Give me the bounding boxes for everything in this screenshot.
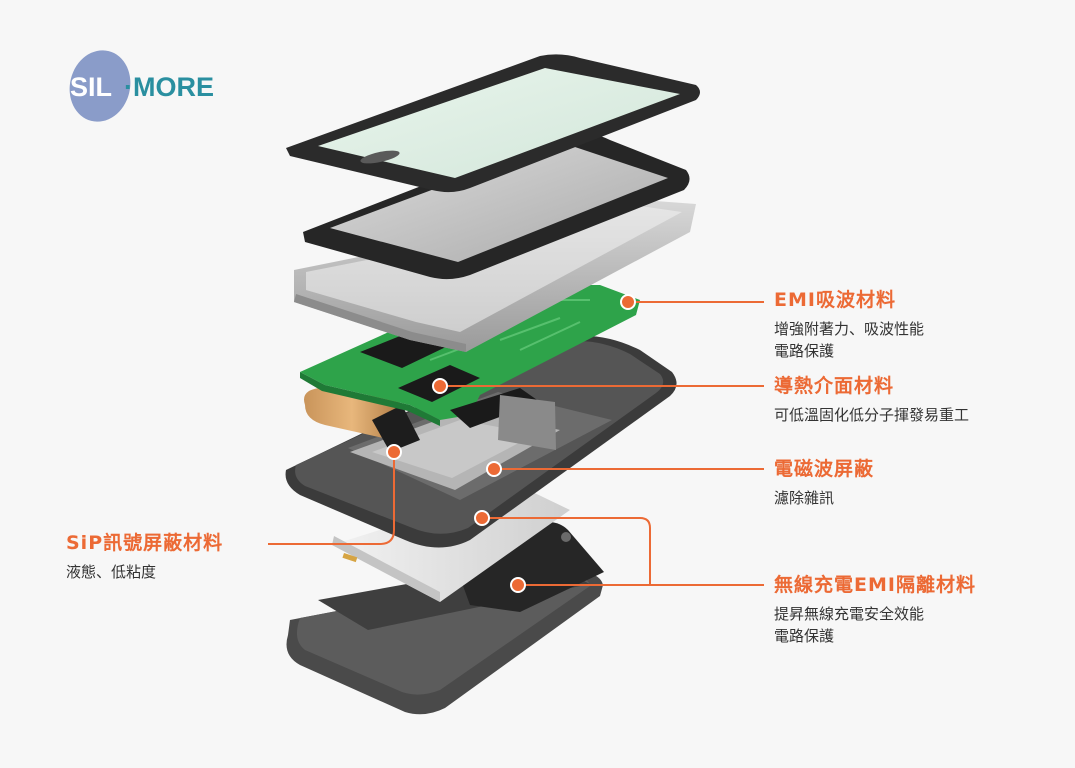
silmore-logo: SIL ·MORE: [69, 50, 214, 122]
label-emi-line-2: 電路保護: [774, 342, 835, 360]
callout-dot-wireless-bottom: [510, 577, 526, 593]
callout-line-sip: [268, 452, 395, 545]
callout-dots: [386, 294, 636, 593]
label-sip-desc: 液態、低粘度: [66, 561, 223, 583]
callout-dot-thermal: [432, 378, 448, 394]
label-wireless-line-1: 提昇無線充電安全效能: [774, 605, 925, 623]
label-sip-line-1: 液態、低粘度: [66, 563, 157, 581]
metal-frame-layer: [294, 200, 696, 352]
label-sip: SiP訊號屏蔽材料 液態、低粘度: [66, 531, 223, 583]
label-shield-line-1: 濾除雜訊: [774, 489, 835, 507]
label-thermal: 導熱介面材料 可低溫固化低分子揮發易重工: [774, 374, 969, 426]
label-wireless-line-2: 電路保護: [774, 627, 835, 645]
lcd-panel-layer: [303, 131, 690, 280]
label-shield-desc: 濾除雜訊: [774, 487, 874, 509]
callout-lines: [268, 301, 764, 586]
callout-dot-sip: [386, 444, 402, 460]
label-wireless-desc: 提昇無線充電安全效能 電路保護: [774, 603, 976, 647]
label-thermal-line-1: 可低溫固化低分子揮發易重工: [774, 406, 970, 424]
label-emi-line-1: 增強附著力、吸波性能: [774, 320, 925, 338]
label-shield: 電磁波屏蔽 濾除雜訊: [774, 457, 874, 509]
label-shield-title: 電磁波屏蔽: [774, 458, 875, 480]
label-emi-desc: 增強附著力、吸波性能 電路保護: [774, 318, 924, 362]
label-wireless: 無線充電EMI隔離材料 提昇無線充電安全效能 電路保護: [774, 573, 976, 647]
callout-line-wireless-top: [482, 517, 764, 586]
label-emi-title: EMI吸波材料: [774, 289, 896, 311]
label-wireless-title: 無線充電EMI隔離材料: [774, 574, 976, 596]
label-thermal-title: 導熱介面材料: [774, 375, 895, 397]
callout-dot-wireless-top: [474, 510, 490, 526]
logo-text-left: SIL: [70, 72, 112, 102]
label-emi: EMI吸波材料 增強附著力、吸波性能 電路保護: [774, 288, 924, 362]
callout-dot-shield: [486, 461, 502, 477]
logo-oval: [69, 50, 131, 122]
callout-dot-emi: [620, 294, 636, 310]
label-thermal-desc: 可低溫固化低分子揮發易重工: [774, 404, 969, 426]
logo-text-right: ·MORE: [124, 72, 214, 102]
front-glass-layer: [286, 54, 700, 193]
label-sip-title: SiP訊號屏蔽材料: [66, 532, 224, 554]
